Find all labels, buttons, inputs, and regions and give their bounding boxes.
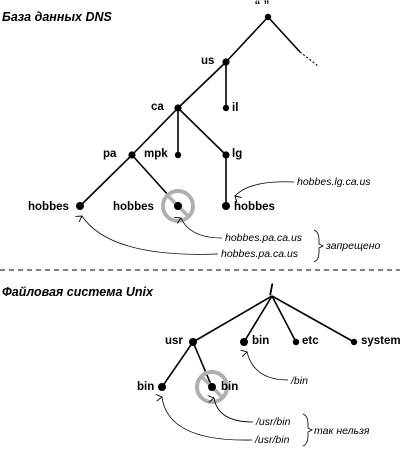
unix-ann-usrbin1: /usr/bin xyxy=(255,416,291,428)
unix-node-usr xyxy=(189,338,197,346)
dns-edge-ca-lg xyxy=(177,107,227,156)
dns-title: База данных DNS xyxy=(2,10,113,24)
dns-arrow-lg xyxy=(235,181,295,196)
dns-node-il xyxy=(222,104,230,112)
dns-node-hobbes3 xyxy=(222,202,230,210)
unix-ann-bin: /bin xyxy=(290,375,308,387)
unix-not-allowed-label: так нельзя xyxy=(314,425,370,437)
dns-label-lg: lg xyxy=(232,148,242,160)
dns-node-lg xyxy=(222,151,230,159)
dns-forbidden-label: запрещено xyxy=(325,240,380,252)
unix-title: Файловая система Unix xyxy=(2,285,154,299)
unix-node-etc xyxy=(292,338,300,346)
dns-label-root: “ ” xyxy=(255,0,270,12)
dns-edge-root-more xyxy=(299,51,319,67)
unix-node-bin2 xyxy=(208,383,216,391)
dns-ann-lg: hobbes.lg.ca.us xyxy=(297,176,371,188)
dns-label-hobbes1: hobbes xyxy=(28,201,69,213)
dns-node-hobbes1 xyxy=(76,202,84,210)
unix-edge-root-bin xyxy=(243,295,273,343)
dns-node-us xyxy=(222,58,230,66)
unix-label-bin2: bin xyxy=(221,381,238,393)
unix-edge-root-etc xyxy=(271,295,297,343)
dns-node-mpk xyxy=(174,151,182,159)
dns-node-hobbes2 xyxy=(174,202,182,210)
unix-arrow-usrbin1 xyxy=(214,398,254,423)
dns-label-mpk: mpk xyxy=(144,148,168,160)
unix-node-system xyxy=(350,338,358,346)
dns-ann-pa1: hobbes.pa.ca.us xyxy=(225,232,303,244)
unix-brace xyxy=(302,413,313,447)
dns-label-hobbes2: hobbes xyxy=(113,201,154,213)
dns-edge-ca-pa xyxy=(131,107,179,156)
dns-brace xyxy=(313,229,324,263)
dns-label-il: il xyxy=(232,102,238,114)
unix-node-bin1 xyxy=(158,383,166,391)
unix-label-root: / xyxy=(269,282,274,299)
unix-label-bin-top: bin xyxy=(252,335,269,347)
dns-node-ca xyxy=(174,104,182,112)
unix-edge-usr-bin1 xyxy=(161,341,194,388)
unix-ann-usrbin2: /usr/bin xyxy=(254,434,290,446)
unix-arrow-usrbin2 xyxy=(162,397,253,441)
dns-arrow-pa1 xyxy=(181,218,223,239)
dns-edge-root-us xyxy=(225,16,269,63)
unix-edge-root-usr xyxy=(192,295,273,343)
unix-edge-root-system xyxy=(271,295,355,343)
dns-node-pa xyxy=(128,151,136,159)
dns-label-ca: ca xyxy=(151,101,164,113)
unix-edge-usr-bin2 xyxy=(192,341,213,388)
unix-label-system: system xyxy=(361,335,400,347)
dns-edge-root-right xyxy=(267,16,301,53)
dns-node-root xyxy=(264,13,272,21)
unix-label-usr: usr xyxy=(165,335,183,347)
unix-label-etc: etc xyxy=(302,335,319,347)
dns-edge-pa-hobbes1 xyxy=(79,154,133,207)
dns-edge-us-ca xyxy=(177,61,227,109)
dns-label-hobbes3: hobbes xyxy=(234,201,275,213)
dns-label-pa: pa xyxy=(103,148,117,160)
dns-arrow-pa2 xyxy=(82,216,219,255)
dns-ann-pa2: hobbes.pa.ca.us xyxy=(221,248,299,260)
unix-label-bin1: bin xyxy=(137,381,154,393)
unix-arrow-bin xyxy=(247,352,289,381)
unix-node-bin-top xyxy=(240,338,248,346)
dns-label-us: us xyxy=(201,55,214,67)
